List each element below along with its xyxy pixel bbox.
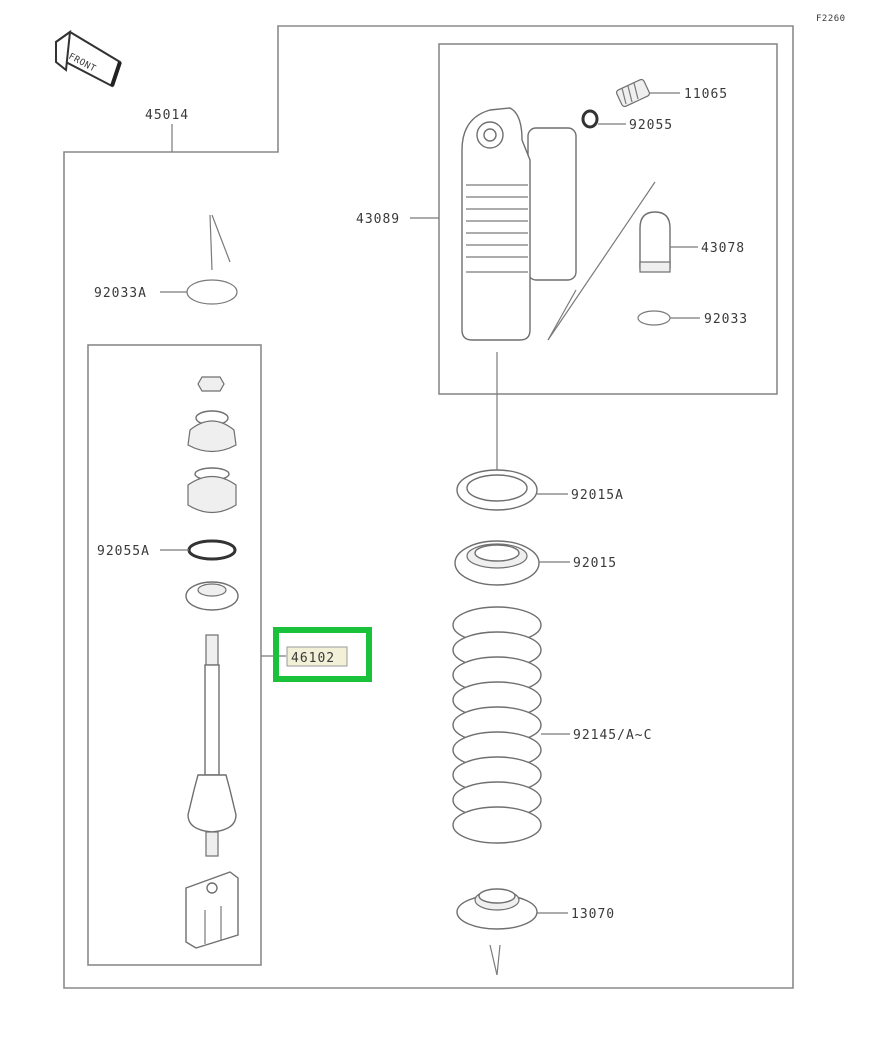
shock-body-box [438,43,778,395]
assembly-outline [63,25,794,989]
highlight-box [273,627,372,682]
spring-seat-part [456,888,568,976]
label-92145[interactable]: 92145/A~C [573,728,652,743]
snap-ring-a-part [160,214,238,305]
lock-nut-a-part [456,469,568,511]
oring-top-part [581,109,599,129]
front-arrow-icon: FRONT [54,29,122,88]
label-43078[interactable]: 43078 [701,241,745,256]
label-92033[interactable]: 92033 [704,312,748,327]
label-92055[interactable]: 92055 [629,118,673,133]
label-92033A[interactable]: 92033A [94,286,147,301]
label-11065[interactable]: 11065 [684,87,728,102]
rod-assembly-label-box [286,646,348,667]
label-92055A[interactable]: 92055A [97,544,150,559]
label-45014[interactable]: 45014 [145,108,189,123]
label-43089[interactable]: 43089 [356,212,400,227]
label-92015A[interactable]: 92015A [571,488,624,503]
shock-body-part [461,107,656,341]
snap-ring-part [637,310,671,326]
label-13070[interactable]: 13070 [571,907,615,922]
rod-assembly-box [87,344,262,966]
spring-part [452,606,570,844]
label-92015[interactable]: 92015 [573,556,617,571]
label-46102[interactable]: 46102 [291,651,335,666]
diagram-code: F2260 [816,14,846,24]
rod-assembly-part [160,376,239,949]
reservoir-cap-part [639,211,698,273]
lock-nut-part [454,540,570,586]
valve-part [615,78,680,108]
